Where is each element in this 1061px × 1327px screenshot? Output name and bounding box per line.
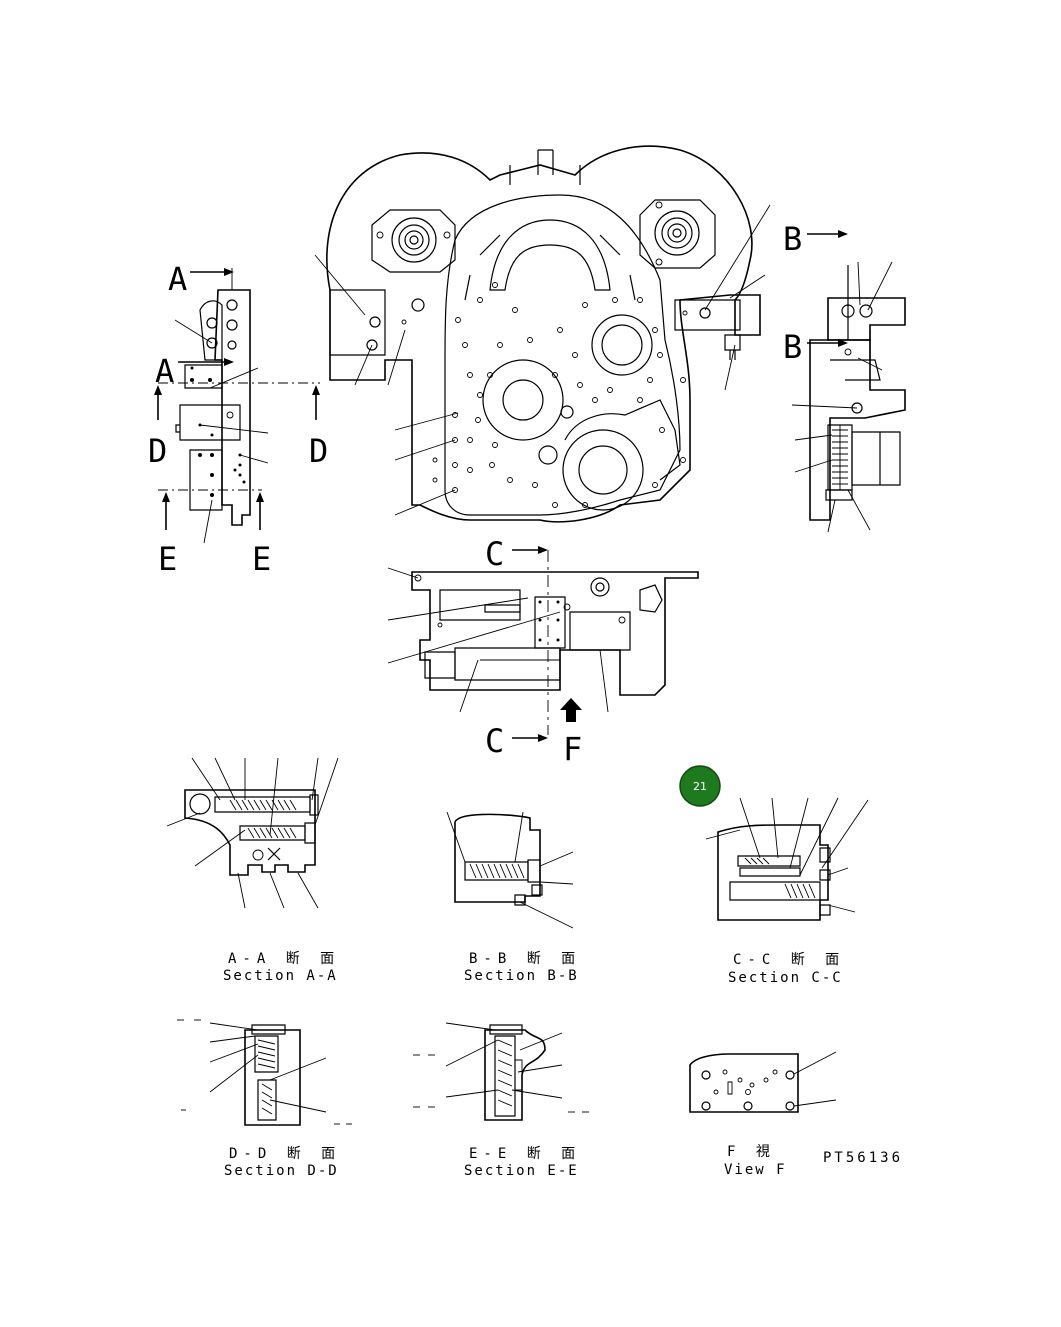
section-marker-e-right: E — [252, 540, 271, 578]
section-aa — [166, 757, 339, 909]
section-cc — [705, 797, 869, 921]
section-dd — [177, 1019, 352, 1126]
bottom-view — [387, 546, 699, 742]
drawing-id: PT56136 — [823, 1150, 903, 1166]
section-marker-a-top: A — [168, 260, 187, 298]
right-pulley — [639, 199, 716, 269]
caption-f-en: View F — [724, 1162, 787, 1178]
section-marker-a-mid: A — [155, 352, 174, 390]
caption-dd-en: Section D-D — [224, 1163, 339, 1179]
caption-ee-en: Section E-E — [464, 1163, 579, 1179]
caption-aa-en: Section A-A — [223, 968, 338, 984]
bolt-holes — [452, 282, 686, 508]
caption-aa-jp: A-A 断 面 — [228, 951, 340, 967]
leader-lines-main — [314, 204, 771, 516]
section-marker-b-top: B — [783, 220, 802, 258]
caption-cc-jp: C-C 断 面 — [733, 952, 845, 968]
view-f-arrow — [560, 698, 582, 722]
section-marker-d-left: D — [148, 432, 167, 470]
section-bb — [446, 811, 574, 929]
section-marker-d-right: D — [309, 432, 328, 470]
section-ee — [413, 1022, 589, 1121]
caption-f-jp: F 視 — [727, 1144, 776, 1160]
section-marker-b-mid: B — [783, 328, 802, 366]
caption-ee-jp: E-E 断 面 — [469, 1146, 581, 1162]
view-f — [689, 1051, 837, 1113]
left-side-view — [154, 268, 320, 544]
section-marker-c-top: C — [485, 535, 504, 573]
caption-bb-en: Section B-B — [464, 968, 579, 984]
view-marker-f: F — [563, 730, 582, 768]
caption-dd-jp: D-D 断 面 — [229, 1146, 341, 1162]
caption-bb-jp: B-B 断 面 — [469, 951, 581, 967]
left-pulley — [371, 209, 456, 273]
section-marker-c-bot: C — [485, 722, 504, 760]
callout-badge-21[interactable]: 21 — [679, 765, 721, 807]
right-side-view — [791, 230, 906, 533]
callout-badge-label: 21 — [693, 780, 707, 793]
main-front-view — [314, 145, 771, 523]
section-marker-e-left: E — [158, 540, 177, 578]
caption-cc-en: Section C-C — [728, 970, 843, 986]
